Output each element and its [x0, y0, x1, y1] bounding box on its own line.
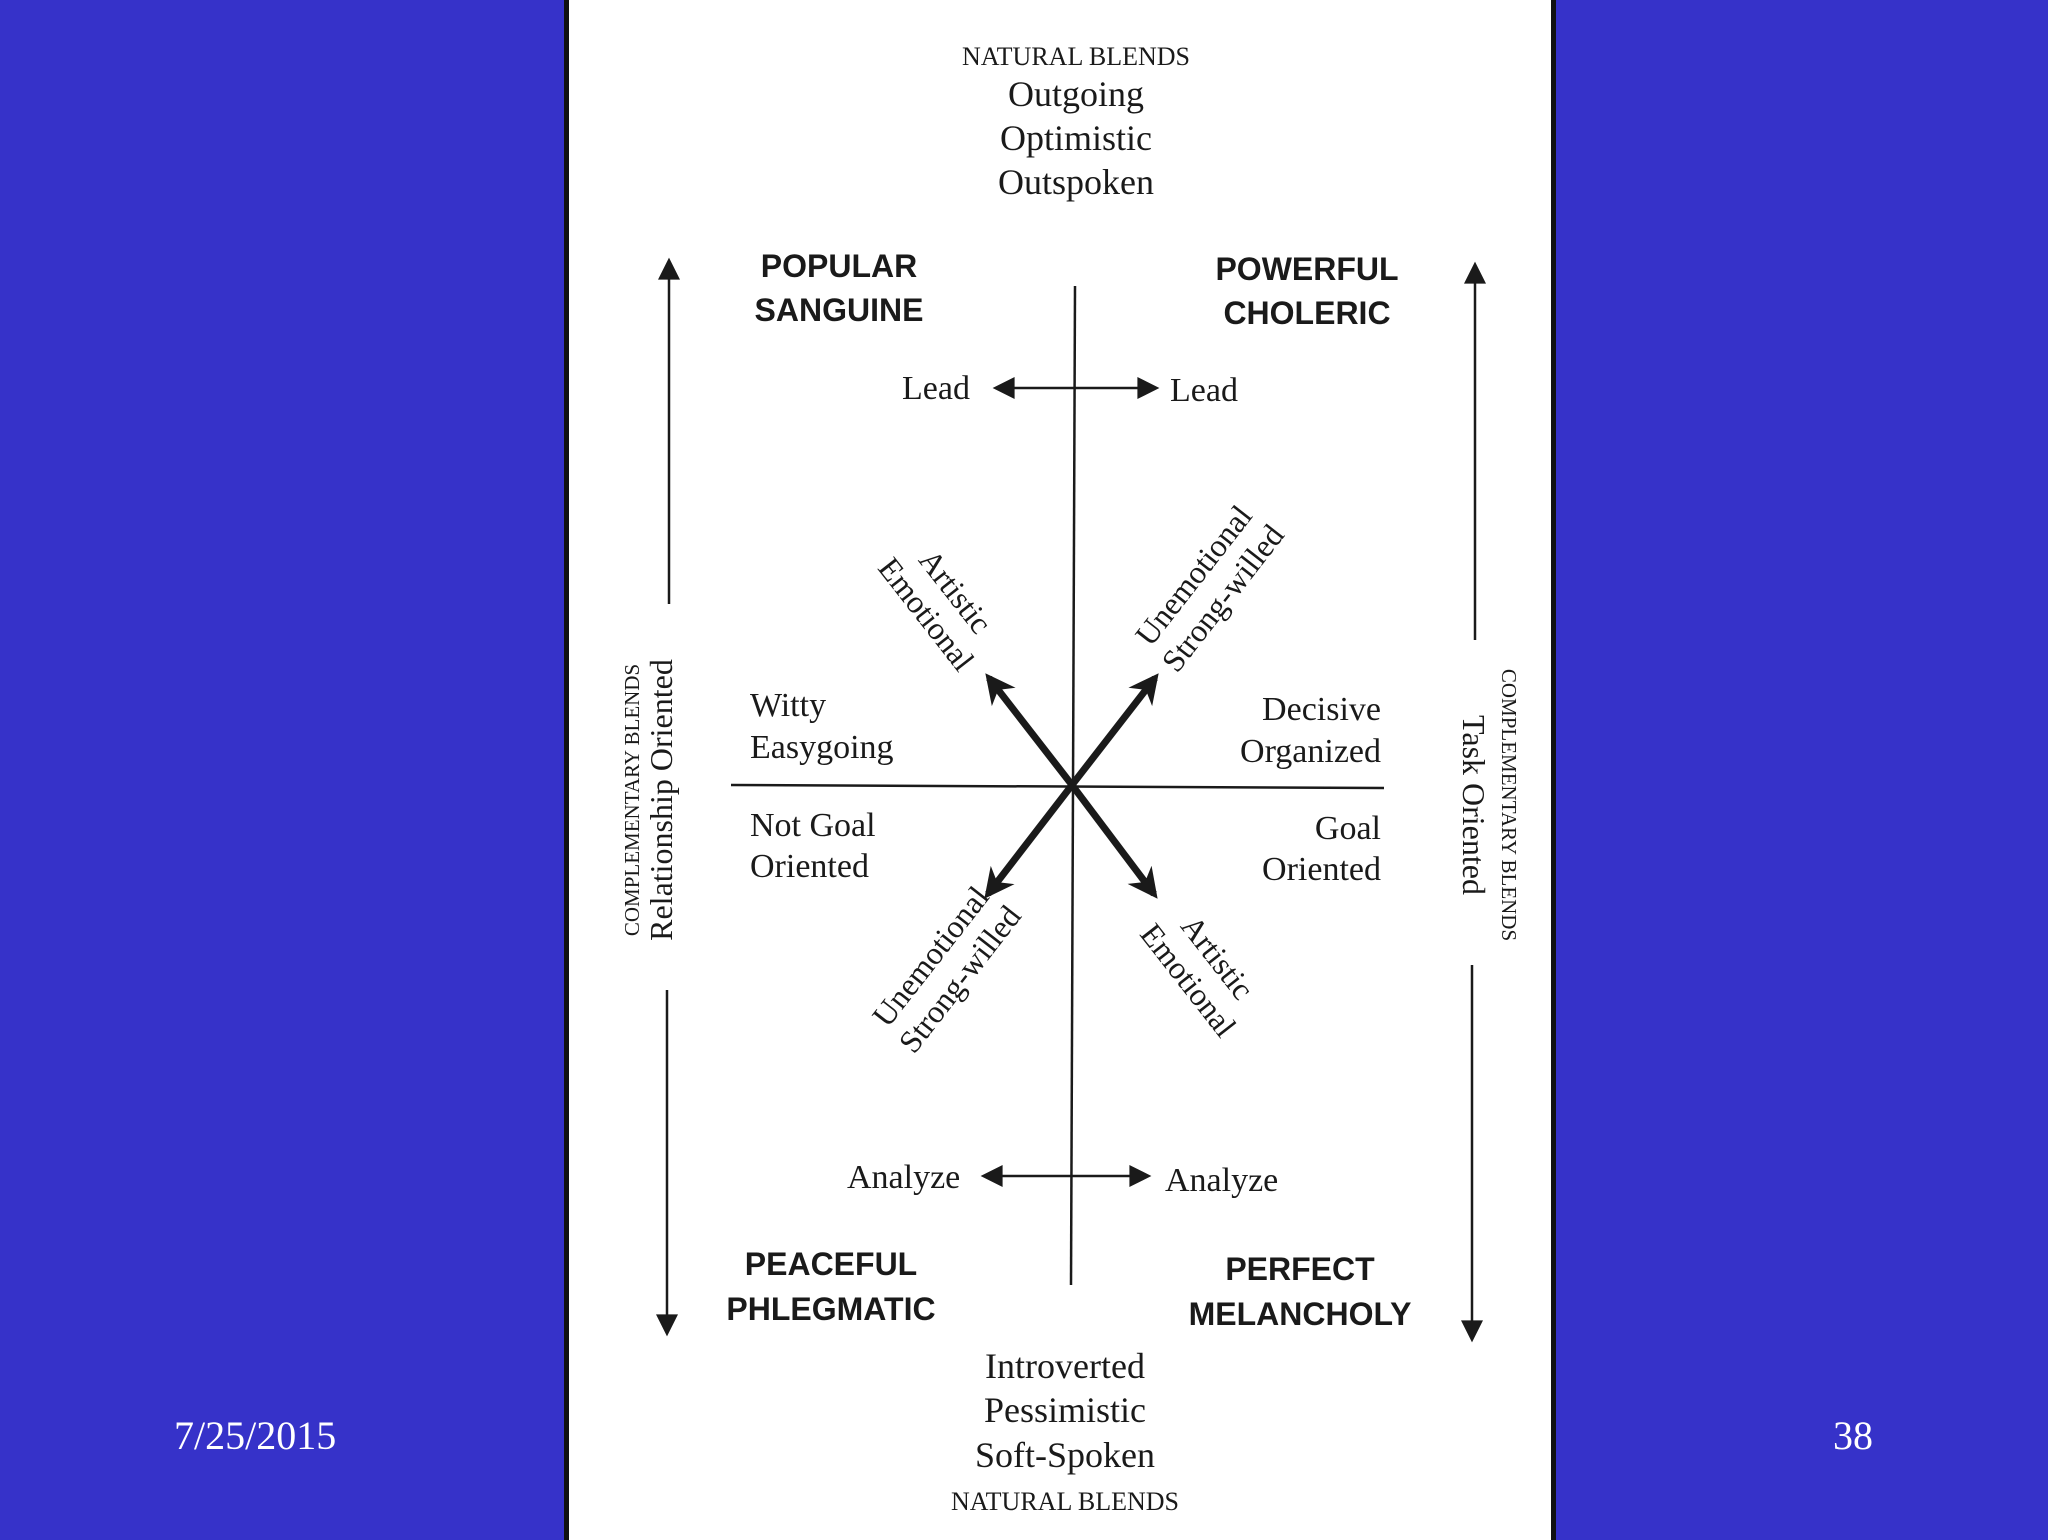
upper-right-diagonal-labels: Unemotional Strong-willed — [1128, 498, 1291, 678]
bottom-natural-blends-heading: NATURAL BLENDS — [951, 1487, 1179, 1516]
diagonal-arrow-lower-right — [1069, 782, 1158, 899]
top-trait-outspoken: Outspoken — [998, 162, 1154, 202]
lower-right-diagonal-labels: Artistic Emotional — [1133, 908, 1261, 1043]
top-trait-outgoing: Outgoing — [1008, 74, 1144, 114]
trait-goal: Goal — [1315, 810, 1381, 847]
trait-not-goal: Not Goal — [750, 807, 876, 844]
quadrant-powerful: POWERFUL — [1215, 251, 1398, 287]
bottom-trait-pessimistic: Pessimistic — [984, 1390, 1146, 1430]
analyze-left-label: Analyze — [847, 1159, 960, 1196]
trait-oriented-right: Oriented — [1262, 851, 1381, 888]
trait-organized: Organized — [1240, 733, 1381, 770]
quadrant-phlegmatic: PHLEGMATIC — [726, 1291, 935, 1327]
center-horizontal-line — [730, 783, 1385, 790]
lead-left-label: Lead — [902, 370, 970, 407]
personality-blends-diagram: NATURAL BLENDS Outgoing Optimistic Outsp… — [620, 42, 1521, 1516]
diagram-panel: NATURAL BLENDS Outgoing Optimistic Outsp… — [564, 0, 1556, 1540]
top-natural-blends-heading: NATURAL BLENDS — [962, 42, 1190, 71]
quadrant-peaceful: PEACEFUL — [745, 1246, 917, 1282]
quadrant-choleric: CHOLERIC — [1223, 295, 1390, 331]
quadrant-popular: POPULAR — [761, 248, 917, 284]
lead-right-label: Lead — [1170, 372, 1238, 409]
quadrant-perfect: PERFECT — [1225, 1251, 1375, 1287]
lower-left-diagonal-labels: Unemotional Strong-willed — [865, 879, 1028, 1059]
diagonal-arrow-upper-right — [1069, 673, 1159, 788]
right-axis-task-label: Task Oriented — [1456, 715, 1492, 895]
analyze-right-label: Analyze — [1165, 1162, 1278, 1199]
bottom-trait-soft-spoken: Soft-Spoken — [975, 1435, 1155, 1475]
bottom-trait-introverted: Introverted — [985, 1346, 1145, 1386]
trait-oriented-left: Oriented — [750, 848, 869, 885]
slide-date: 7/25/2015 — [174, 1413, 337, 1458]
top-trait-optimistic: Optimistic — [1000, 118, 1152, 158]
diagonal-arrow-upper-left — [985, 673, 1075, 788]
trait-decisive: Decisive — [1262, 691, 1381, 728]
left-axis-complementary-heading: COMPLEMENTARY BLENDS — [620, 664, 644, 936]
right-axis-complementary-heading: COMPLEMENTARY BLENDS — [1497, 669, 1521, 941]
diagonal-arrow-lower-left — [984, 782, 1075, 899]
left-axis-relationship-label: Relationship Oriented — [643, 659, 679, 941]
trait-easygoing: Easygoing — [750, 729, 894, 766]
quadrant-sanguine: SANGUINE — [755, 292, 924, 328]
quadrant-melancholy: MELANCHOLY — [1189, 1296, 1412, 1332]
upper-left-diagonal-labels: Artistic Emotional — [871, 542, 999, 677]
slide-number: 38 — [1833, 1413, 1873, 1458]
trait-witty: Witty — [750, 687, 826, 724]
